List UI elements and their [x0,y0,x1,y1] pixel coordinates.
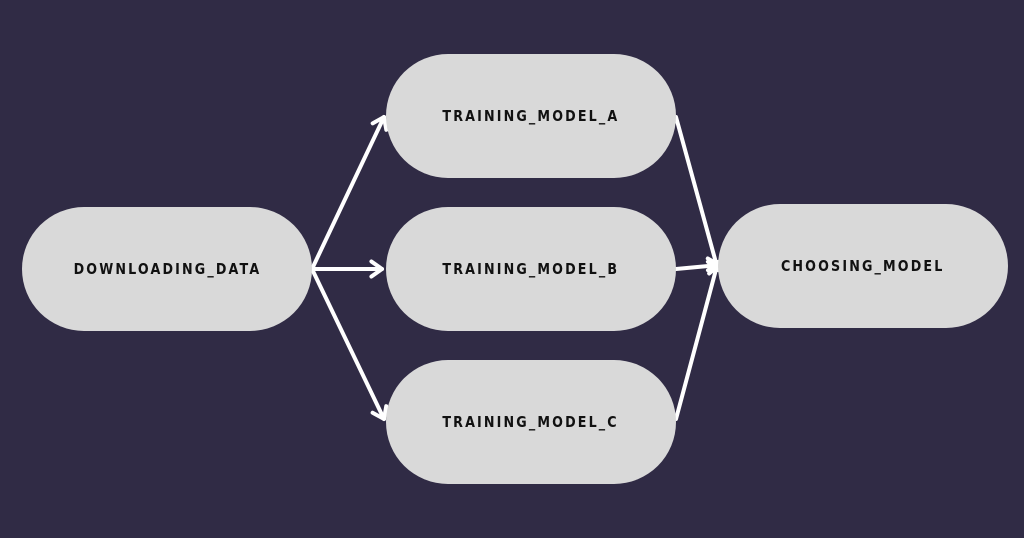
node-label: CHOOSING_MODEL [781,257,945,275]
node-training-model-c: TRAINING_MODEL_C [386,360,676,484]
edge-training-model-a-to-choosing-model [674,115,725,272]
arrowhead [370,404,389,421]
arrowhead [370,115,389,132]
edge-training-model-c-to-choosing-model [674,260,725,421]
node-downloading-data: DOWNLOADING_DATA [22,207,312,331]
arrowhead [369,259,384,279]
node-choosing-model: CHOOSING_MODEL [718,204,1008,328]
node-label: TRAINING_MODEL_C [442,413,620,431]
node-training-model-b: TRAINING_MODEL_B [386,207,676,331]
node-label: TRAINING_MODEL_A [442,107,620,125]
node-training-model-a: TRAINING_MODEL_A [386,54,676,178]
edge-downloading-data-to-training-model-b [310,259,384,279]
edge-line [310,115,386,271]
node-label: TRAINING_MODEL_B [442,260,620,278]
edge-downloading-data-to-training-model-c [310,267,389,421]
edge-line [310,267,386,421]
edge-line [674,115,720,272]
node-label: DOWNLOADING_DATA [73,260,261,278]
edge-line [674,260,720,421]
edge-downloading-data-to-training-model-a [310,115,389,271]
